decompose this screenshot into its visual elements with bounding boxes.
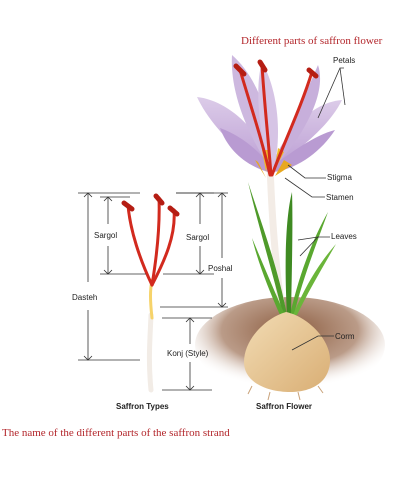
label-konj: Konj (Style) [167,349,209,358]
label-sargol-right: Sargol [186,233,209,242]
flower-stigma [233,59,319,177]
label-sargol-left: Sargol [94,231,117,240]
label-leaves: Leaves [331,232,357,241]
label-poshal: Poshal [208,264,233,273]
saffron-strand [121,193,180,393]
corm [244,312,330,401]
title-saffron-types: Saffron Types [116,402,169,411]
title-saffron-flower: Saffron Flower [256,402,312,411]
label-dasteh: Dasteh [72,293,97,302]
label-stamen: Stamen [326,193,354,202]
label-corm: Corm [335,332,355,341]
label-petals: Petals [333,56,355,65]
top-caption: Different parts of saffron flower [241,35,383,47]
leaves [248,182,336,315]
bottom-caption: The name of the different parts of the s… [2,427,230,439]
strand-dimensions [78,192,228,391]
flower-leaders [284,67,346,351]
label-stigma: Stigma [327,173,352,182]
